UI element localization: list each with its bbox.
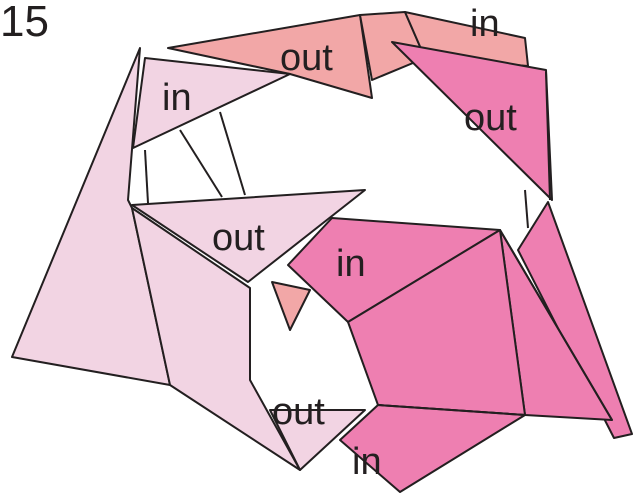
small-salmon-panel: [272, 282, 310, 330]
fold-line: [145, 150, 148, 203]
fold-line: [220, 112, 245, 195]
label-in-center: in: [336, 243, 366, 285]
upper-left-in-panel: [133, 58, 290, 148]
label-out-right: out: [464, 97, 517, 139]
label-in-top-right: in: [470, 3, 500, 45]
label-out-middle: out: [212, 217, 265, 259]
label-out-top: out: [280, 37, 333, 79]
figure-number: 15: [0, 0, 49, 46]
label-out-bottom: out: [272, 391, 325, 433]
label-in-upper-left: in: [162, 77, 192, 119]
fold-line: [180, 130, 222, 197]
fold-line: [525, 190, 528, 228]
label-in-bottom: in: [352, 441, 382, 483]
